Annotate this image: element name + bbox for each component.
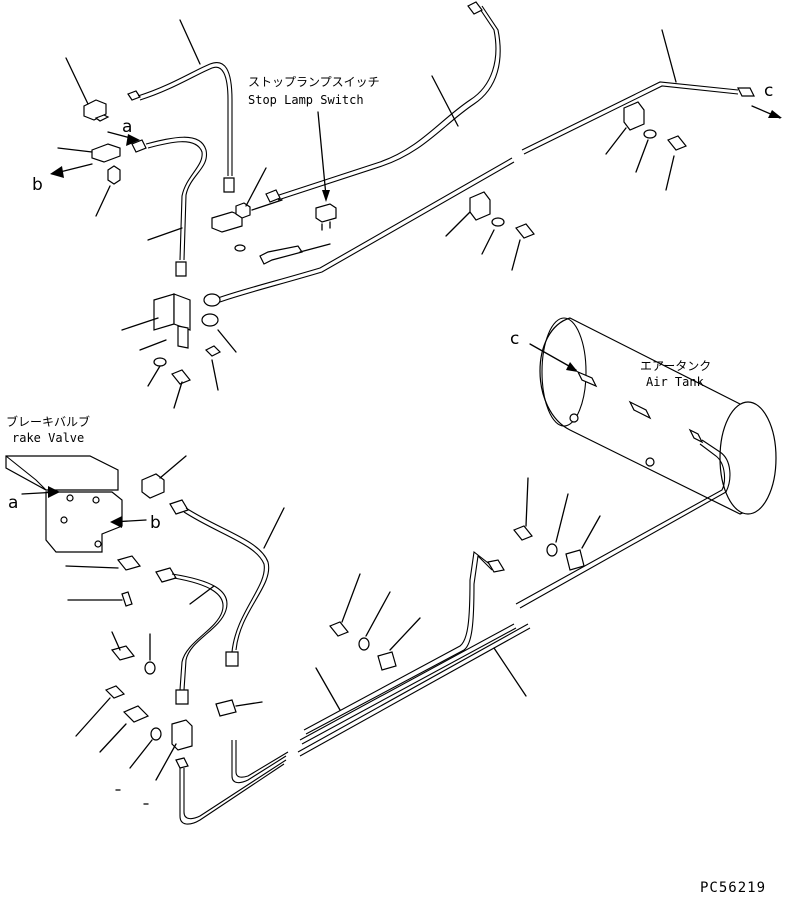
stop-lamp-switch-label-jp: ストップランプスイッチ xyxy=(248,75,380,89)
callout-b-top: b xyxy=(32,163,93,195)
tube-long-main xyxy=(217,29,755,303)
junction-block xyxy=(121,293,237,409)
air-tank xyxy=(515,317,777,609)
hose-valve-right xyxy=(169,499,285,667)
valve-elbow xyxy=(141,455,187,499)
callout-c-top: c xyxy=(751,81,782,119)
tube-lower-main xyxy=(179,550,531,825)
svg-text:b: b xyxy=(32,175,43,195)
svg-text:b: b xyxy=(150,513,161,533)
svg-text:a: a xyxy=(122,117,132,137)
hose-valve-lower xyxy=(155,567,228,705)
svg-text:a: a xyxy=(8,493,18,513)
brake-valve-label-en: rake Valve xyxy=(12,431,84,445)
brake-valve-label-jp: ブレーキバルブ xyxy=(6,414,90,429)
tee-fitting-b xyxy=(57,143,121,163)
svg-text:c: c xyxy=(764,81,773,101)
tube-upper-right xyxy=(265,1,501,203)
clamp-lower-2 xyxy=(513,477,601,571)
stop-lamp-switch-label-en: Stop Lamp Switch xyxy=(248,93,364,107)
tee-block-lower xyxy=(155,699,263,781)
callout-a-top: a xyxy=(107,117,140,146)
callout-b-valve: b xyxy=(110,513,161,533)
brake-valve xyxy=(5,455,123,553)
clamp-upper-2 xyxy=(445,191,535,271)
callout-c-tank: c xyxy=(510,329,578,372)
drawing-code: PC56219 xyxy=(700,880,766,896)
stop-lamp-switch xyxy=(315,111,337,231)
air-tank-label-en: Air Tank xyxy=(646,375,705,389)
small-parts-lower-left xyxy=(65,555,162,769)
switch-bracket xyxy=(211,167,331,265)
clamp-lower-1 xyxy=(329,573,421,671)
elbow-fitting xyxy=(95,165,121,217)
svg-text:c: c xyxy=(510,329,519,349)
hose-upper xyxy=(127,19,235,193)
clamp-upper-1 xyxy=(605,101,687,191)
tee-fitting-upper xyxy=(65,57,110,122)
hose-lower xyxy=(131,136,208,277)
air-tank-label-jp: エアータンク xyxy=(640,359,711,373)
callout-a-valve: a xyxy=(8,486,60,513)
